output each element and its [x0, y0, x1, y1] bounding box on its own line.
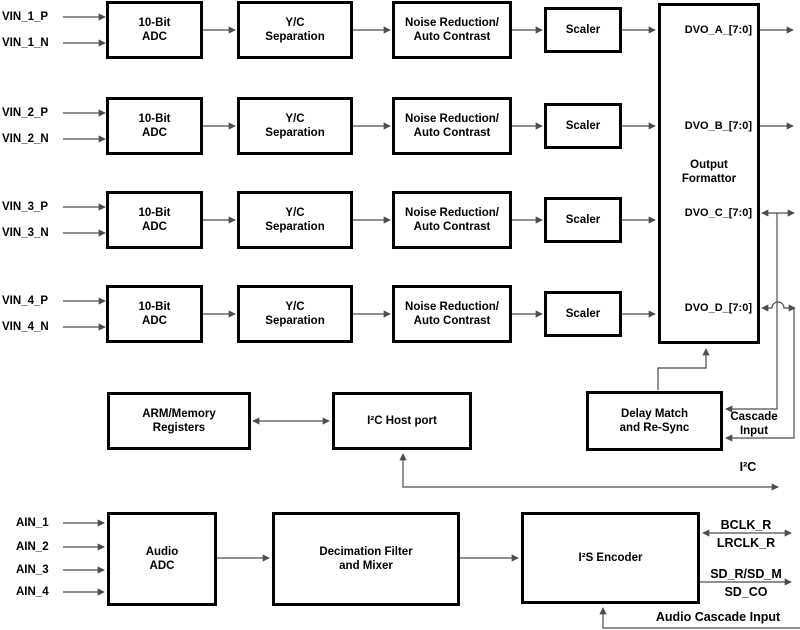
pin-dvo-b: DVO_B_[7:0]: [684, 120, 752, 132]
pin-vin-3-p: VIN_3_P: [2, 201, 49, 213]
output-formatter-title: Output Formattor: [681, 159, 737, 185]
pin-vin-2-p: VIN_2_P: [2, 107, 49, 119]
noise-reduction-block-4: Noise Reduction/ Auto Contrast: [392, 285, 512, 343]
pin-bclk-r: BCLK_R: [720, 518, 772, 532]
pin-vin-4-n: VIN_4_N: [2, 321, 49, 333]
i2s-encoder-block: I²S Encoder: [521, 512, 700, 604]
video-row-1-wires: [63, 13, 794, 47]
audio-wires: [63, 519, 800, 629]
scaler-block-3: Scaler: [544, 197, 622, 243]
pin-sd-co: SD_CO: [724, 585, 768, 599]
pin-i2c: I²C: [739, 460, 757, 474]
yc-separation-block-3: Y/C Separation: [237, 191, 353, 249]
adc-block-1: 10-Bit ADC: [106, 1, 203, 59]
pin-dvo-a: DVO_A_[7:0]: [684, 24, 752, 36]
video-row-4-wires: [63, 297, 796, 331]
pin-dvo-c: DVO_C_[7:0]: [684, 207, 752, 219]
cascade-wires: [657, 213, 795, 442]
i2c-host-port-block: I²C Host port: [332, 392, 472, 450]
scaler-block-2: Scaler: [544, 103, 622, 149]
video-row-3-wires: [63, 203, 795, 237]
video-row-2-wires: [63, 109, 794, 143]
pin-dvo-d: DVO_D_[7:0]: [684, 302, 752, 314]
pin-vin-2-n: VIN_2_N: [2, 133, 49, 145]
control-wires: [252, 417, 779, 491]
adc-block-4: 10-Bit ADC: [106, 285, 203, 343]
arm-memory-registers-block: ARM/Memory Registers: [107, 392, 251, 450]
scaler-block-1: Scaler: [544, 7, 622, 53]
decimation-filter-block: Decimation Filter and Mixer: [272, 512, 460, 606]
yc-separation-block-2: Y/C Separation: [237, 97, 353, 155]
delay-match-resync-block: Delay Match and Re-Sync: [586, 391, 723, 451]
cascade-input-label: Cascade Input: [730, 411, 778, 437]
adc-block-3: 10-Bit ADC: [106, 191, 203, 249]
noise-reduction-block-2: Noise Reduction/ Auto Contrast: [392, 97, 512, 155]
pin-ain-2: AIN_2: [16, 541, 49, 553]
pin-vin-1-p: VIN_1_P: [2, 11, 49, 23]
noise-reduction-block-3: Noise Reduction/ Auto Contrast: [392, 191, 512, 249]
audio-cascade-input-label: Audio Cascade Input: [655, 610, 781, 624]
pin-vin-3-n: VIN_3_N: [2, 227, 49, 239]
pin-lrclk-r: LRCLK_R: [716, 536, 776, 550]
pin-vin-4-p: VIN_4_P: [2, 295, 49, 307]
pin-ain-3: AIN_3: [16, 564, 49, 576]
yc-separation-block-4: Y/C Separation: [237, 285, 353, 343]
scaler-block-4: Scaler: [544, 291, 622, 337]
pin-vin-1-n: VIN_1_N: [2, 37, 49, 49]
pin-ain-1: AIN_1: [16, 517, 49, 529]
pin-ain-4: AIN_4: [16, 586, 49, 598]
pin-sd-r-sd-m: SD_R/SD_M: [710, 567, 782, 581]
noise-reduction-block-1: Noise Reduction/ Auto Contrast: [392, 1, 512, 59]
audio-adc-block: Audio ADC: [107, 512, 217, 606]
yc-separation-block-1: Y/C Separation: [237, 1, 353, 59]
output-formatter-block: Output Formattor DVO_A_[7:0] DVO_B_[7:0]…: [658, 3, 760, 344]
adc-block-2: 10-Bit ADC: [106, 97, 203, 155]
